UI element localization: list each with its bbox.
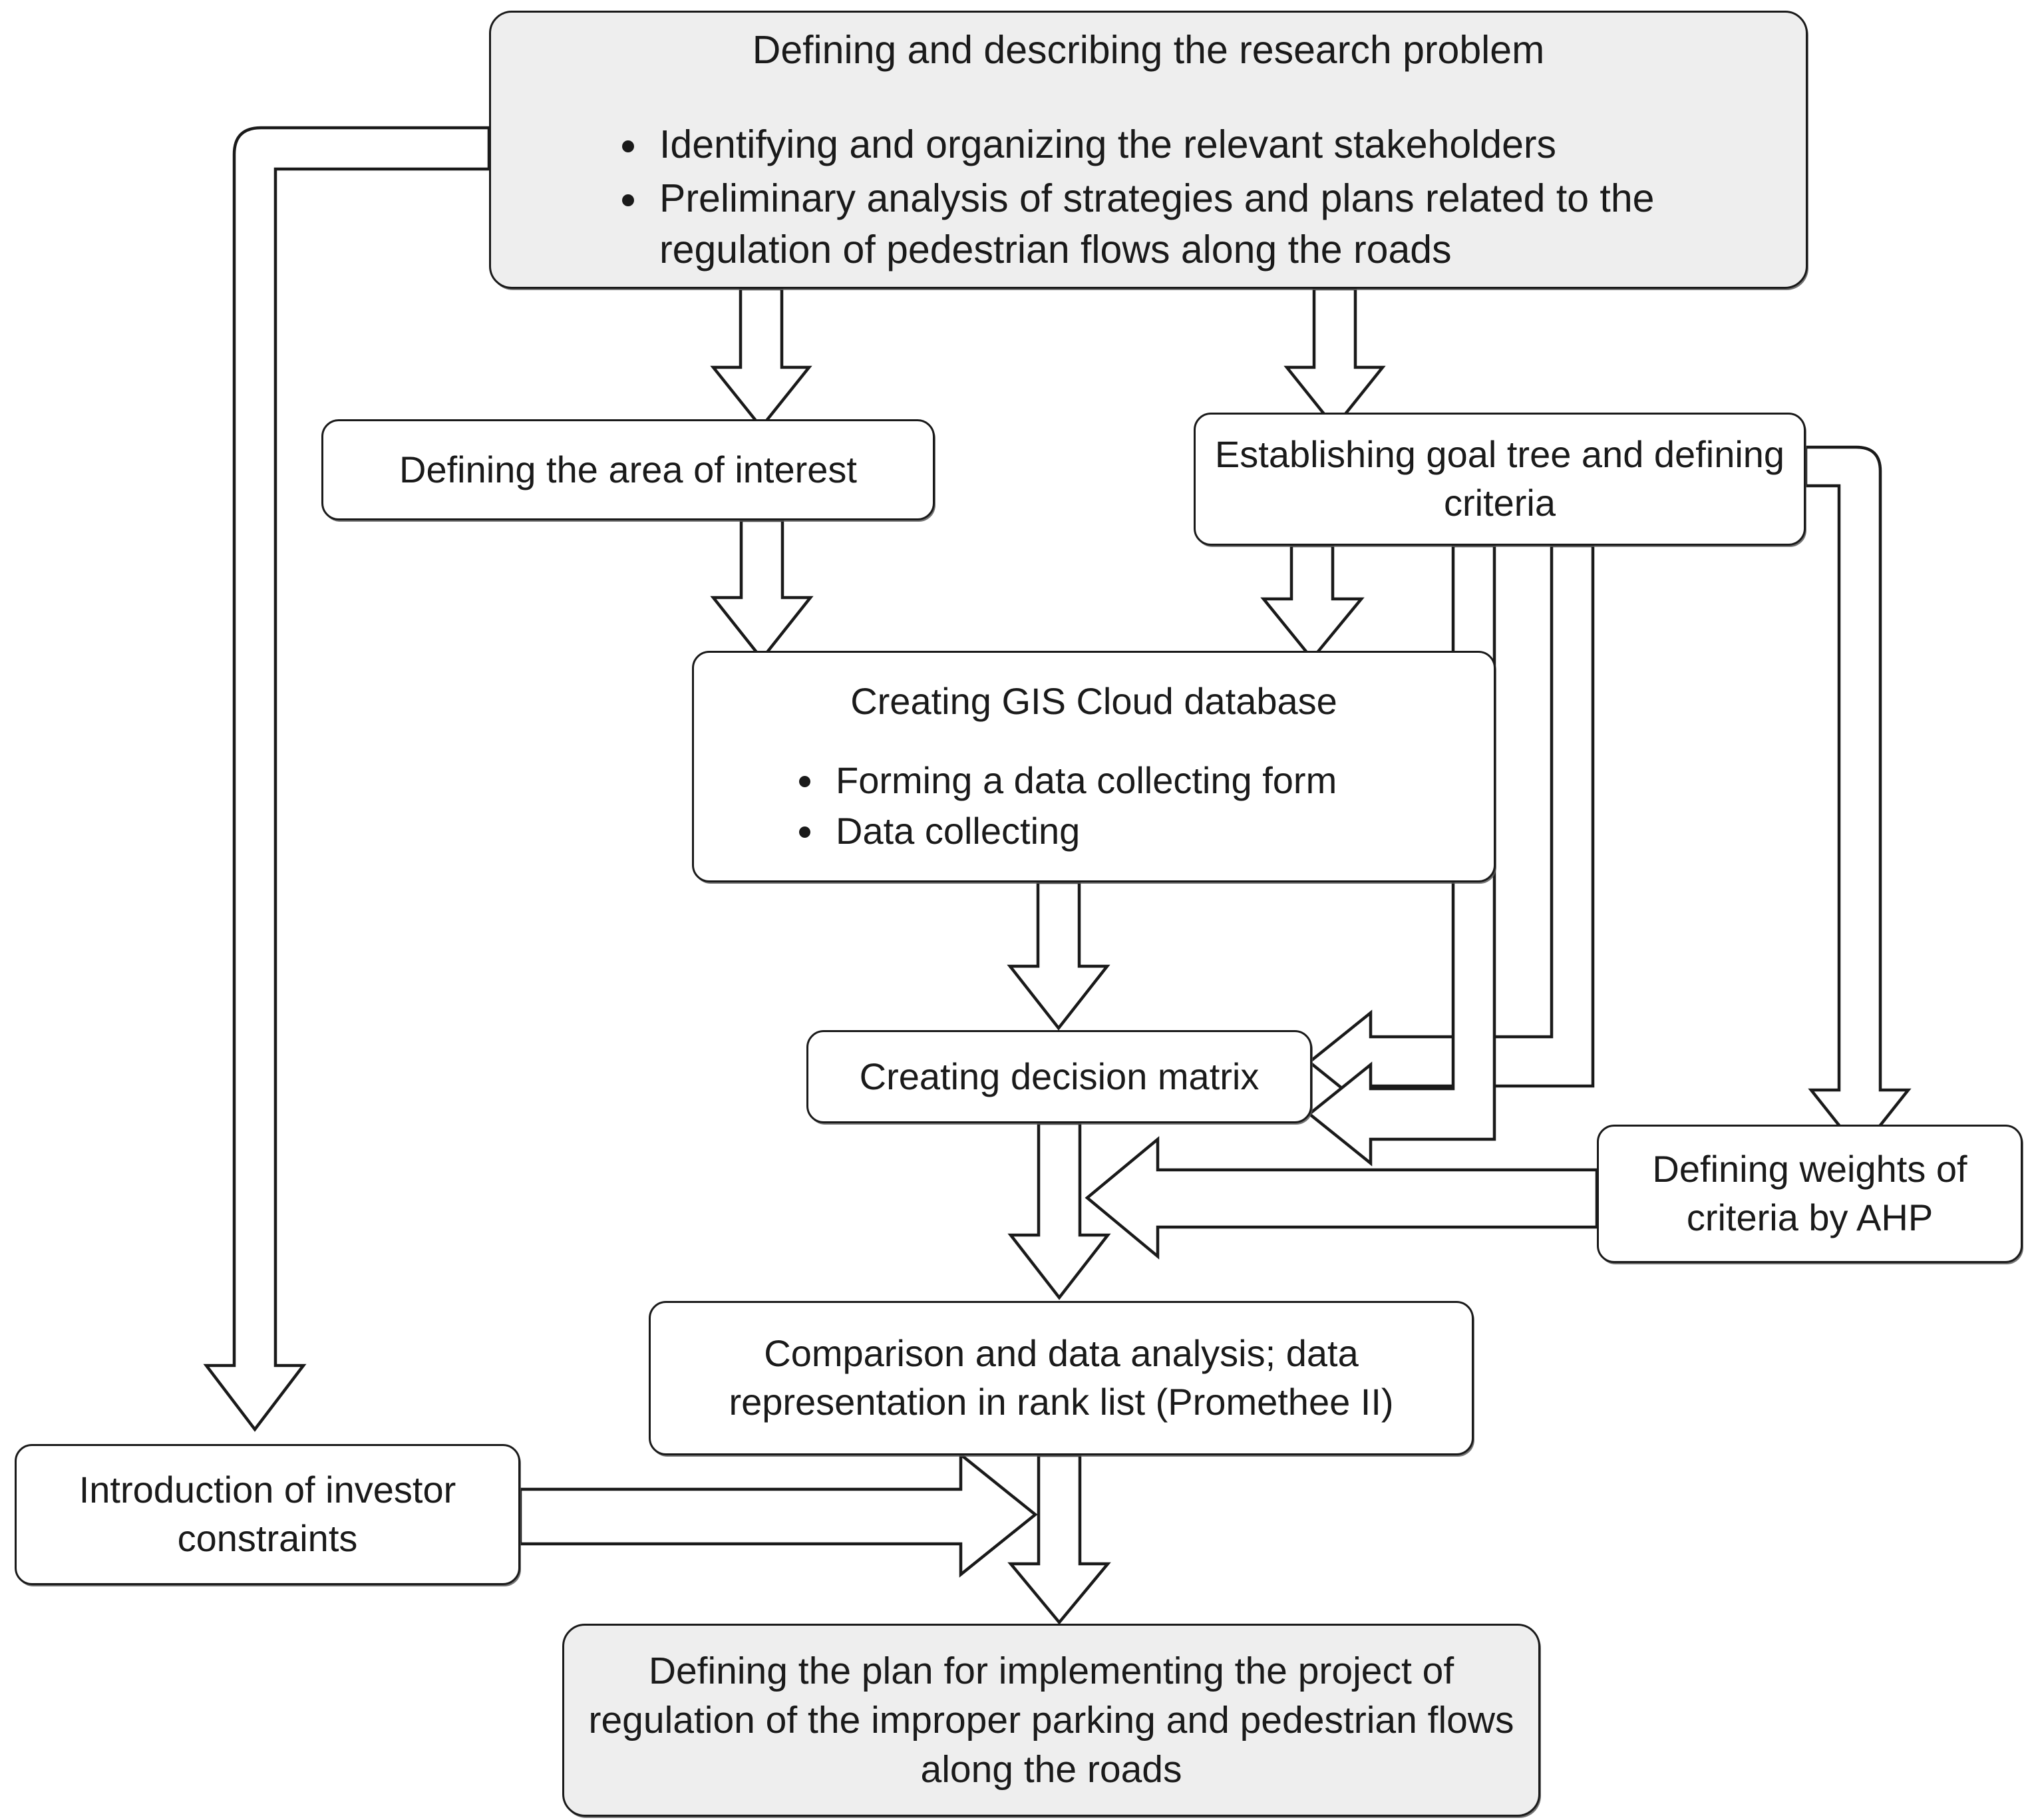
node-defining-implementation-plan[interactable]: Defining the plan for implementing the p… bbox=[562, 1624, 1540, 1817]
edge-area-to-gis bbox=[710, 518, 814, 661]
edge-problem-to-goaltree bbox=[1283, 287, 1386, 430]
edge-gis-to-matrix bbox=[1007, 880, 1110, 1031]
edge-ahp-to-compare bbox=[1085, 1136, 1599, 1260]
list-item: Preliminary analysis of strategies and p… bbox=[650, 173, 1688, 275]
node-bullet-wrap: Identifying and organizing the relevant … bbox=[491, 119, 1806, 275]
list-item: Identifying and organizing the relevant … bbox=[650, 119, 1688, 170]
node-defining-research-problem[interactable]: Defining and describing the research pro… bbox=[489, 11, 1808, 289]
node-title: Introduction of investor constraints bbox=[79, 1469, 456, 1559]
edge-goaltree-to-gis bbox=[1260, 544, 1365, 661]
node-introduction-of-investor-constraints[interactable]: Introduction of investor constraints bbox=[15, 1444, 520, 1585]
node-establishing-goal-tree[interactable]: Establishing goal tree and defining crit… bbox=[1194, 413, 1806, 546]
edge-goaltree-to-ahp bbox=[1804, 445, 1912, 1154]
node-defining-area-of-interest[interactable]: Defining the area of interest bbox=[321, 419, 935, 520]
node-bullet-list: Identifying and organizing the relevant … bbox=[609, 119, 1688, 275]
node-creating-decision-matrix[interactable]: Creating decision matrix bbox=[806, 1030, 1312, 1123]
node-title: Defining weights of criteria by AHP bbox=[1652, 1148, 1967, 1238]
edge-matrix-to-compare bbox=[1007, 1121, 1111, 1300]
node-defining-weights-by-ahp[interactable]: Defining weights of criteria by AHP bbox=[1597, 1125, 2023, 1263]
node-title: Establishing goal tree and defining crit… bbox=[1214, 433, 1785, 524]
edge-investor-to-plan bbox=[518, 1451, 1038, 1578]
edge-problem-to-area bbox=[710, 287, 812, 430]
edge-compare-to-plan bbox=[1007, 1453, 1111, 1625]
node-creating-gis-cloud-database[interactable]: Creating GIS Cloud database Forming a da… bbox=[692, 651, 1496, 882]
node-bullet-wrap: Forming a data collecting form Data coll… bbox=[694, 757, 1494, 856]
node-title: Creating decision matrix bbox=[859, 1055, 1260, 1097]
node-comparison-and-data-analysis[interactable]: Comparison and data analysis; data repre… bbox=[649, 1301, 1474, 1455]
node-title: Defining the plan for implementing the p… bbox=[588, 1649, 1514, 1791]
node-title: Defining and describing the research pro… bbox=[752, 27, 1545, 72]
edge-problem-to-investor bbox=[203, 126, 491, 1432]
list-item: Data collecting bbox=[826, 807, 1399, 856]
node-title: Comparison and data analysis; data repre… bbox=[729, 1332, 1394, 1423]
node-title: Creating GIS Cloud database bbox=[850, 679, 1337, 722]
node-title: Defining the area of interest bbox=[399, 448, 857, 490]
list-item: Forming a data collecting form bbox=[826, 757, 1399, 805]
node-bullet-list: Forming a data collecting form Data coll… bbox=[789, 757, 1399, 856]
